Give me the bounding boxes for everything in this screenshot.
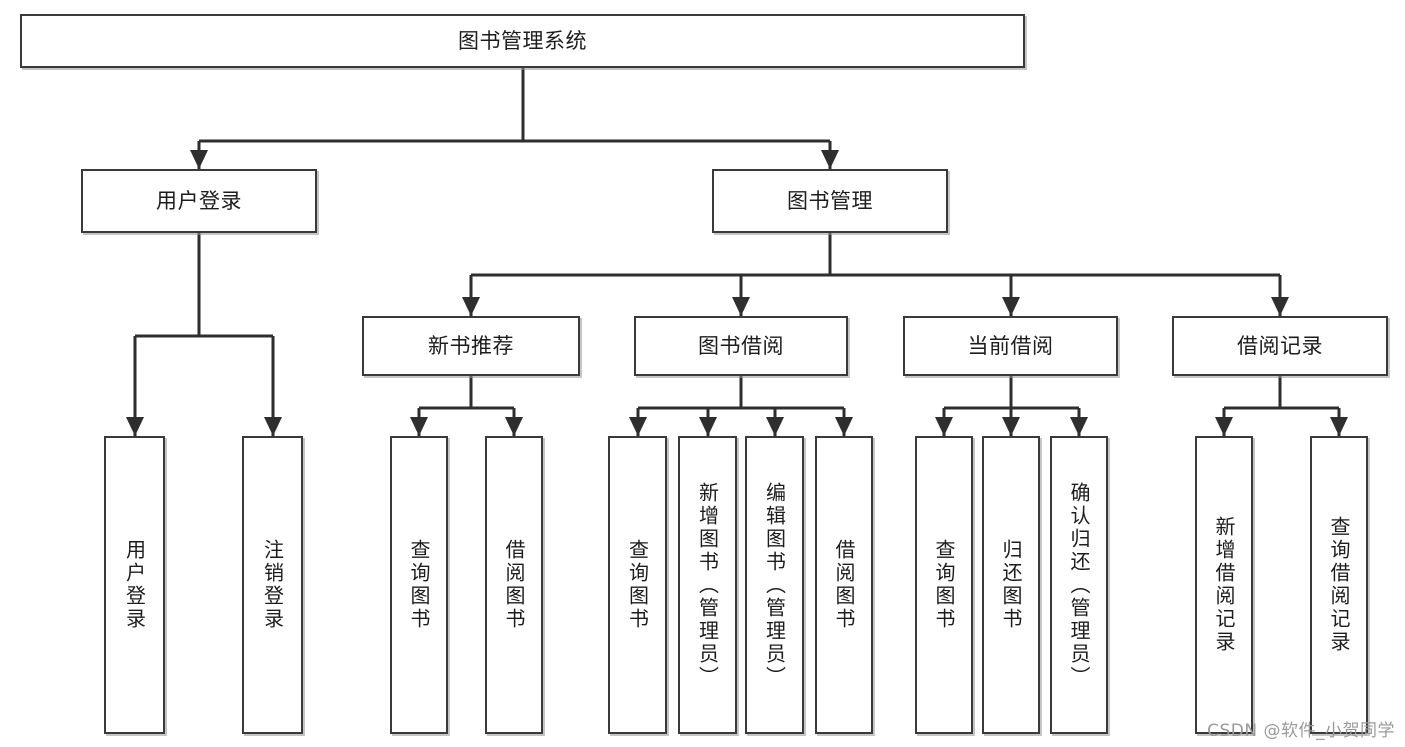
- node-label: 用户登录: [156, 188, 242, 213]
- node-new-book-rec[interactable]: 新书推荐: [362, 316, 580, 376]
- node-label: 借阅图书: [832, 539, 856, 631]
- arrowhead-icon: [410, 417, 428, 436]
- arrowhead-icon: [126, 417, 144, 436]
- arrowhead-icon: [1002, 417, 1020, 436]
- node-leaf-1[interactable]: 用户登录: [104, 436, 165, 734]
- node-leaf-4[interactable]: 借阅图书: [485, 436, 543, 734]
- node-leaf-10[interactable]: 归还图书: [982, 436, 1040, 734]
- arrowhead-icon: [699, 417, 717, 436]
- arrowhead-icon: [1271, 297, 1289, 316]
- node-label: 当前借阅: [967, 333, 1054, 358]
- node-root[interactable]: 图书管理系统: [20, 14, 1025, 68]
- arrowhead-icon: [935, 417, 953, 436]
- node-label: 借阅图书: [502, 539, 526, 631]
- node-book-mgmt[interactable]: 图书管理: [712, 169, 948, 233]
- arrowhead-icon: [1215, 417, 1233, 436]
- arrowhead-icon: [629, 417, 647, 436]
- node-borrow-rec[interactable]: 借阅记录: [1172, 316, 1388, 376]
- arrowhead-icon: [1002, 297, 1020, 316]
- node-leaf-7[interactable]: 编辑图书（管理员）: [745, 436, 804, 734]
- arrowhead-icon: [190, 150, 208, 169]
- node-label: 查询图书: [932, 539, 956, 631]
- node-label: 编辑图书（管理员）: [762, 481, 787, 689]
- node-user-login[interactable]: 用户登录: [81, 169, 317, 233]
- node-label: 确认归还（管理员）: [1067, 481, 1091, 689]
- node-leaf-9[interactable]: 查询图书: [915, 436, 973, 734]
- node-book-borrow[interactable]: 图书借阅: [634, 316, 848, 376]
- node-leaf-2[interactable]: 注销登录: [242, 436, 303, 734]
- node-cur-borrow[interactable]: 当前借阅: [903, 316, 1118, 376]
- arrowhead-icon: [462, 297, 480, 316]
- node-label: 查询图书: [407, 539, 431, 631]
- node-label: 查询图书: [625, 539, 650, 631]
- node-label: 图书借阅: [698, 333, 784, 358]
- arrowhead-icon: [1070, 417, 1088, 436]
- node-leaf-5[interactable]: 查询图书: [608, 436, 667, 734]
- node-leaf-6[interactable]: 新增图书（管理员）: [678, 436, 737, 734]
- arrowhead-icon: [835, 417, 853, 436]
- node-label: 归还图书: [999, 539, 1023, 631]
- arrowhead-icon: [505, 417, 523, 436]
- node-label: 图书管理: [787, 188, 873, 213]
- node-label: 借阅记录: [1237, 333, 1323, 358]
- node-leaf-3[interactable]: 查询图书: [390, 436, 448, 734]
- node-label: 新增借阅记录: [1212, 516, 1236, 654]
- arrowhead-icon: [766, 417, 784, 436]
- node-leaf-12[interactable]: 新增借阅记录: [1195, 436, 1253, 734]
- node-leaf-13[interactable]: 查询借阅记录: [1310, 436, 1368, 734]
- node-leaf-11[interactable]: 确认归还（管理员）: [1050, 436, 1108, 734]
- node-label: 新书推荐: [428, 333, 514, 358]
- node-label: 注销登录: [260, 539, 285, 631]
- node-leaf-8[interactable]: 借阅图书: [815, 436, 873, 734]
- arrowhead-icon: [732, 297, 750, 316]
- arrowhead-icon: [264, 417, 282, 436]
- arrowhead-icon: [821, 150, 839, 169]
- node-label: 查询借阅记录: [1327, 516, 1351, 654]
- node-label: 用户登录: [122, 539, 147, 631]
- node-label: 新增图书（管理员）: [695, 481, 720, 689]
- arrowhead-icon: [1330, 417, 1348, 436]
- node-label: 图书管理系统: [458, 28, 587, 53]
